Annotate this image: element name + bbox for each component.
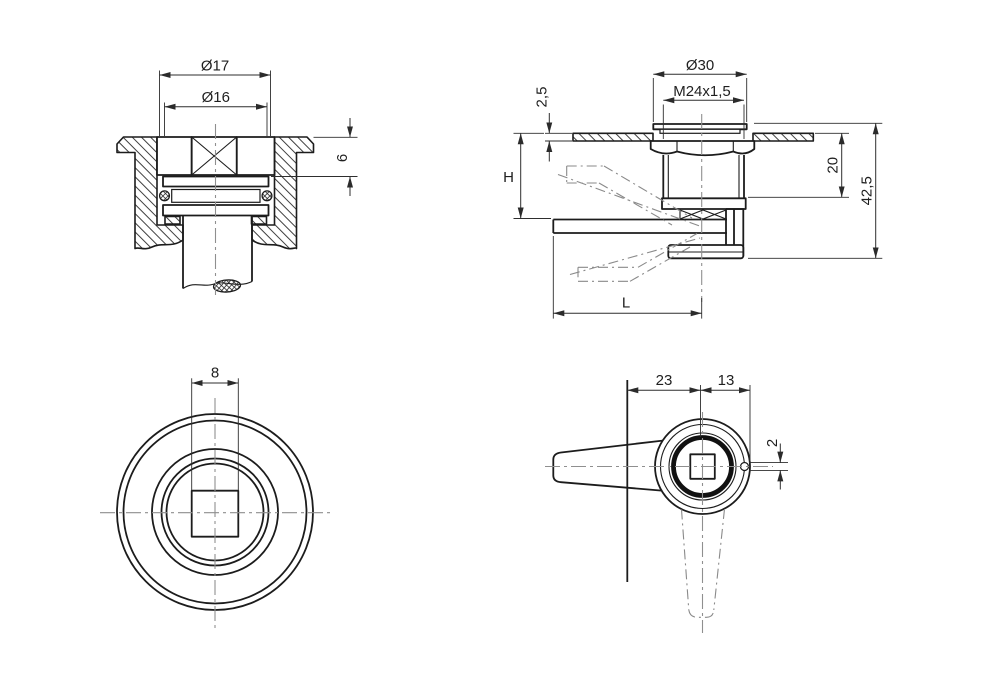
wing-handle <box>552 439 663 492</box>
dim-label-head-dia: Ø30 <box>686 57 714 74</box>
dim-label-insert-depth: 6 <box>334 154 351 162</box>
phantom-arm-down <box>569 233 701 282</box>
dim-bore-dia: Ø17 <box>159 58 271 136</box>
flange-inner-circle <box>122 419 308 605</box>
hex-nut <box>649 140 756 157</box>
dim-label-arm-length: L <box>622 295 630 312</box>
dim-pin-dia: 2 <box>749 439 788 490</box>
dim-label-thread: M24x1,5 <box>673 83 731 100</box>
dim-label-under-panel: 20 <box>825 157 842 174</box>
dim-panel-thickness: 2,5 <box>534 87 572 162</box>
dim-total-height: 42,5 <box>748 122 883 259</box>
dim-head-dia: Ø30 <box>652 57 748 122</box>
o-ring-right <box>261 190 273 202</box>
dim-label-pin-dia: 2 <box>764 439 781 447</box>
handle-top-view: 23 13 2 <box>545 372 788 633</box>
dim-label-inner-dia: Ø16 <box>202 89 230 106</box>
o-ring-left <box>158 190 171 202</box>
dim-label-pin-offset: 13 <box>718 372 735 389</box>
shaft-break-ellipse <box>212 279 242 293</box>
dim-label-grip-height: H <box>503 169 514 186</box>
dim-handle-offsets: 23 13 <box>627 372 751 461</box>
phantom-handle-down <box>680 508 726 618</box>
panel-section-left <box>572 132 654 142</box>
thread-body-edges <box>662 155 745 199</box>
seat-left <box>164 215 181 225</box>
dim-square-drive: 8 <box>191 365 239 491</box>
head-cap-step <box>659 128 741 134</box>
dim-label-panel-thickness: 2,5 <box>534 87 551 108</box>
side-section-view: Ø30 M24x1,5 2,5 H 20 <box>503 57 883 319</box>
insert-block-left <box>156 136 193 176</box>
seat-right <box>250 215 268 225</box>
dim-label-square-drive: 8 <box>211 365 219 382</box>
cam-bracket <box>725 208 745 257</box>
cam-arm <box>552 218 727 234</box>
insert-block-right <box>235 136 276 176</box>
dim-label-bore-dia: Ø17 <box>201 58 229 75</box>
dim-label-total-height: 42,5 <box>859 176 876 205</box>
phantom-arm-up <box>557 165 702 228</box>
dim-under-panel: 20 <box>748 132 849 198</box>
dim-insert-depth: 6 <box>271 118 358 196</box>
cam-support-plate <box>661 197 747 210</box>
dim-grip-height: H <box>503 132 551 219</box>
dim-thread: M24x1,5 <box>662 83 745 139</box>
front-section-view: Ø17 Ø16 6 <box>116 58 358 299</box>
plan-view: 8 <box>100 365 330 630</box>
thread-root-lines <box>667 155 740 199</box>
panel-section-right <box>752 132 815 142</box>
dim-label-handle-offset: 23 <box>656 372 673 389</box>
square-drive-cross <box>191 136 238 176</box>
dim-inner-dia: Ø16 <box>164 89 268 136</box>
head-cap <box>652 123 748 131</box>
dim-arm-length: L <box>552 236 703 319</box>
